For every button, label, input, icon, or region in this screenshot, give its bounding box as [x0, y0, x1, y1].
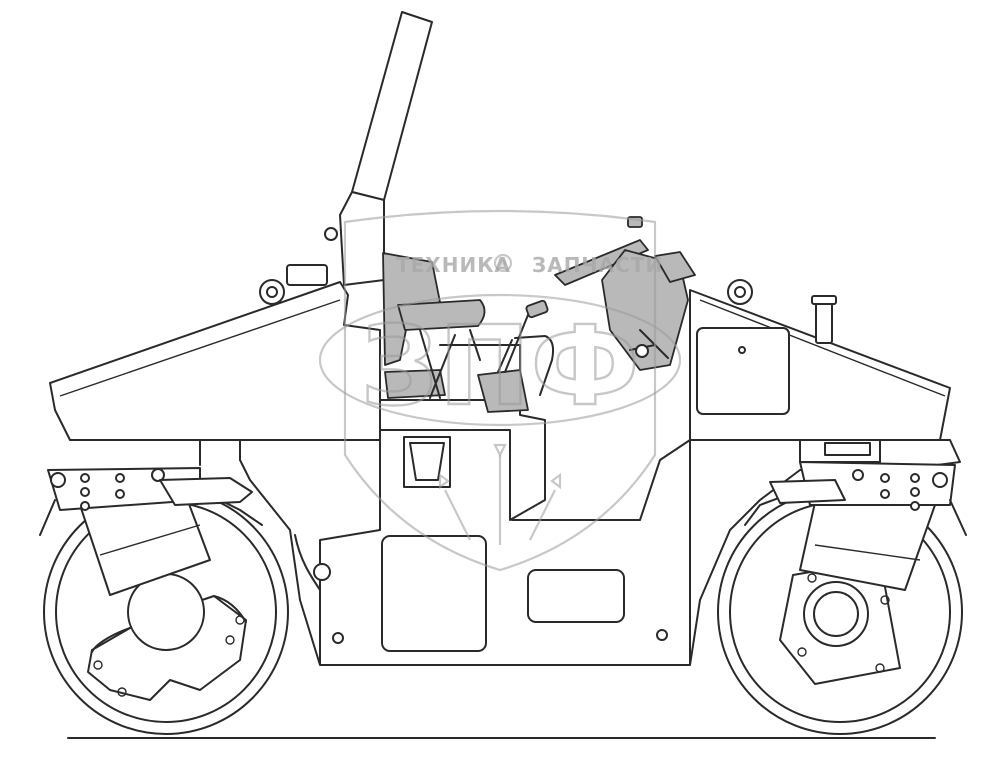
operator-seat — [382, 252, 521, 399]
watermark-center-text: ЗПФ — [360, 302, 639, 430]
gear-icon — [493, 253, 513, 273]
machine-frame — [49, 264, 961, 666]
steering-assembly — [554, 216, 696, 371]
wheat-emblem — [438, 443, 562, 545]
control-console — [477, 299, 555, 413]
watermark: ТЕХНИКА ЗАПЧАСТИ ЗПФ — [318, 209, 682, 572]
watermark-left-text: ТЕХНИКА — [396, 253, 511, 277]
watermark-right-text: ЗАПЧАСТИ — [532, 253, 663, 277]
left-drum — [39, 467, 289, 735]
right-drum — [717, 439, 967, 735]
rollover-bar — [324, 11, 433, 286]
